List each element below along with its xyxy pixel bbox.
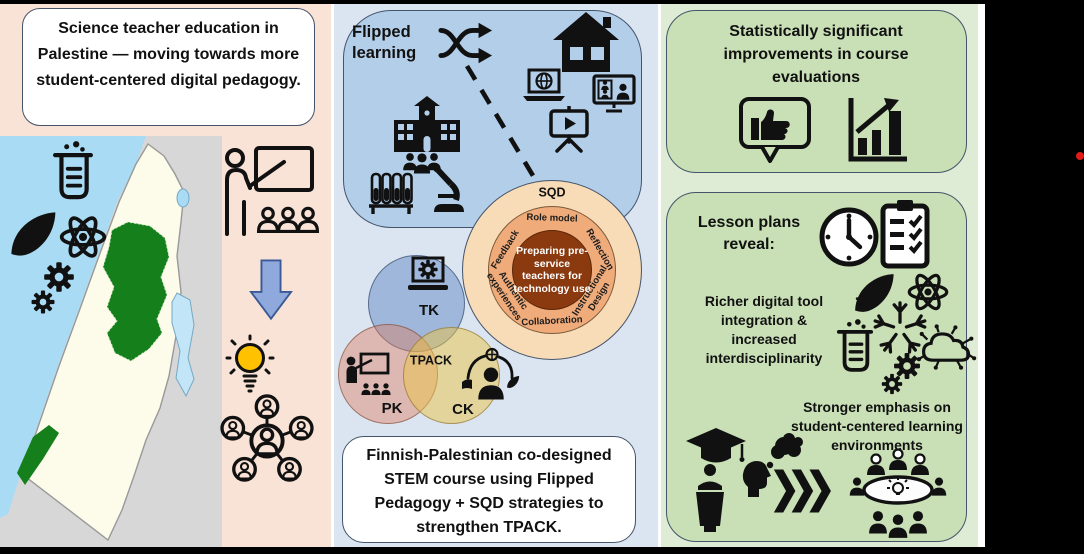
leaf2-icon xyxy=(855,274,894,312)
sqd-ring-role-model: Role model xyxy=(526,211,578,225)
thumbs-up-feedback-icon xyxy=(739,97,811,163)
growth-chart-icon xyxy=(848,98,907,162)
flipped-learning-label: Flipped learning xyxy=(352,23,417,62)
video-call-icon xyxy=(592,74,636,113)
frame-right xyxy=(985,0,1084,554)
test-tubes-icon xyxy=(369,172,413,214)
sqd-core-text: Preparing pre-service teachers for techn… xyxy=(513,245,591,295)
tpack-center-label: TPACK xyxy=(409,353,453,368)
sqd-diagram: SQD Role model Reflection Instructional … xyxy=(462,180,642,360)
graduation-cap-icon xyxy=(686,428,746,463)
leaf-icon xyxy=(11,212,56,256)
laptop-gear-icon xyxy=(408,256,448,290)
course-text: Finnish-Palestinian co-designed STEM cou… xyxy=(366,447,612,536)
beaker-icon xyxy=(52,142,94,204)
gears-icon xyxy=(31,262,74,314)
presentation-play-icon xyxy=(549,106,589,153)
evaluations-title: Statistically significant improvements i… xyxy=(723,23,909,86)
chevrons-icon xyxy=(773,469,831,513)
finding-student-text: Stronger emphasis on student-centered le… xyxy=(791,399,963,453)
finding-digital-text: Richer digital tool integration & increa… xyxy=(704,293,824,366)
thinking-cloud-icon xyxy=(742,433,803,497)
roundtable-discussion-icon xyxy=(849,448,947,538)
network-cloud-icon xyxy=(916,324,977,370)
clock-icon xyxy=(819,207,879,267)
people-network-icon xyxy=(220,394,314,482)
teacher-blackboard-icon xyxy=(225,146,320,236)
tpack-pk-label: PK xyxy=(381,399,403,417)
frame-bottom xyxy=(0,547,1084,554)
teaching-icon xyxy=(346,352,391,395)
sqd-label: SQD xyxy=(538,185,566,200)
checklist-clipboard-icon xyxy=(880,200,930,269)
school-icon xyxy=(394,96,460,152)
content-knowledge-icon xyxy=(462,347,520,400)
down-arrow-icon xyxy=(249,259,293,321)
lessons-title: Lesson plans reveal: xyxy=(697,214,801,253)
laptop-globe-icon xyxy=(523,68,565,101)
tpack-tk-label: TK xyxy=(419,301,439,319)
microscope-icon xyxy=(433,165,464,212)
beaker2-icon xyxy=(836,317,874,372)
shuffle-icon xyxy=(438,22,493,64)
dashed-divider xyxy=(465,64,543,191)
course-box xyxy=(342,436,636,543)
gears2-icon xyxy=(881,353,920,395)
headline-box xyxy=(22,8,315,126)
frame-top xyxy=(0,0,1084,4)
lightbulb-icon xyxy=(225,334,275,393)
atom-icon xyxy=(59,212,107,262)
lecturer-podium-icon xyxy=(696,464,724,532)
headline-text: Science teacher education in Palestine —… xyxy=(36,20,301,89)
tpack-ck-circle xyxy=(403,327,500,424)
palestine-israel-map xyxy=(0,136,222,547)
red-dot xyxy=(1076,152,1084,160)
sqd-core-circle xyxy=(512,230,592,310)
tpack-ck-label: CK xyxy=(452,400,474,418)
results-box-evaluations xyxy=(666,10,967,173)
home-icon xyxy=(553,12,619,72)
collaboration-hands-icon xyxy=(873,301,927,354)
